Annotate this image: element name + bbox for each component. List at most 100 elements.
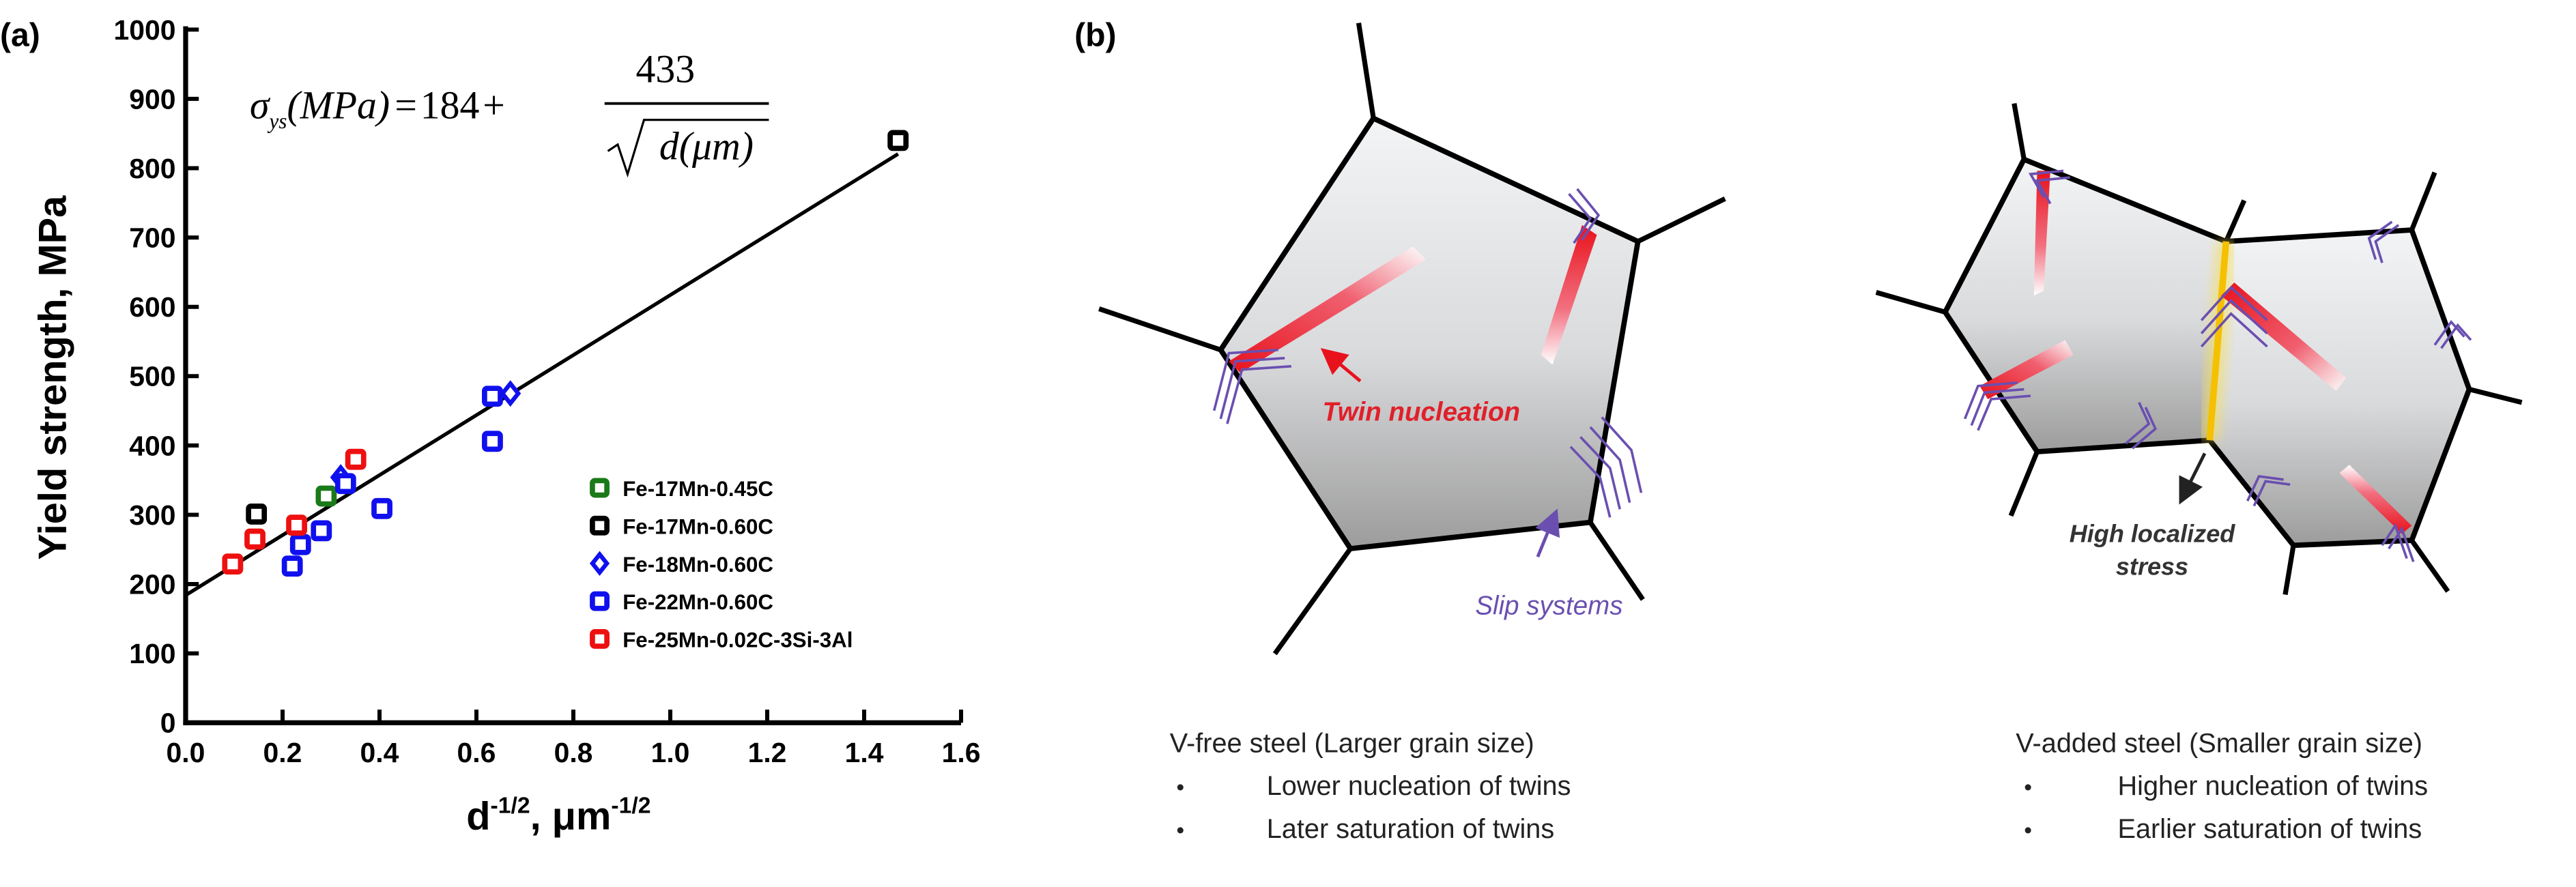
caption-left-bullet-2: Later saturation of twins — [1267, 814, 1554, 844]
bullet-dot: • — [2024, 774, 2032, 800]
slip-system — [2246, 475, 2291, 507]
x-tick-label: 0.8 — [554, 737, 593, 768]
slip-system — [2028, 169, 2070, 205]
twin-band — [1229, 246, 1427, 373]
twin-nucleation-arrow — [1320, 348, 1362, 383]
grain-boundary-ext — [2409, 171, 2437, 231]
twin-band — [1541, 224, 1597, 365]
eq-denominator: d(μm) — [659, 126, 754, 169]
chart-legend: Fe-17Mn-0.45C Fe-17Mn-0.60C Fe-18Mn-0.60C F… — [589, 477, 853, 652]
data-point — [500, 380, 521, 407]
y-tick-label: 900 — [129, 83, 175, 115]
eq-constant: 184 — [420, 84, 480, 127]
data-point — [482, 386, 503, 407]
grain-boundary-ext — [1588, 521, 1645, 601]
eq-sigma: σ — [250, 84, 271, 127]
twin-band — [2221, 282, 2347, 391]
legend-label: Fe-25Mn-0.02C-3Si-3Al — [622, 628, 853, 652]
chart-axes — [183, 26, 964, 725]
legend-label: Fe-17Mn-0.60C — [622, 514, 773, 538]
y-tick-label: 600 — [129, 291, 175, 323]
data-points — [222, 130, 909, 577]
grain-boundary-ext — [2409, 538, 2450, 593]
data-point — [246, 504, 268, 525]
data-point — [315, 485, 337, 507]
y-tick-label: 100 — [129, 638, 175, 669]
data-point — [482, 431, 503, 452]
grain-small-pair: High localized stress — [1875, 103, 2523, 596]
caption-left: V-free steel (Larger grain size) • Lower… — [1170, 729, 1571, 844]
y-tick-label: 1000 — [114, 14, 176, 46]
grain-boundary-ext — [2468, 387, 2523, 405]
grain-boundary-ext — [1637, 197, 1726, 244]
stress-label-line2: stress — [2116, 553, 2188, 581]
slip-system — [1963, 381, 2031, 431]
grain-large: Twin nucleation Slip systems — [1098, 23, 1726, 656]
grain-boundary-ext — [1098, 306, 1222, 353]
panel-b-label: (b) — [1074, 16, 1116, 53]
x-tick-label: 0.0 — [167, 737, 205, 768]
eq-plus: + — [483, 84, 505, 127]
y-tick-label: 700 — [129, 222, 175, 254]
bullet-dot: • — [1176, 817, 1184, 843]
data-point — [345, 448, 367, 470]
y-tick-label: 500 — [129, 361, 175, 392]
x-tick-label: 1.6 — [942, 737, 981, 768]
panel-a: (a) Yield strength, MPa d-1/2, μm-1/2 01… — [0, 14, 980, 839]
caption-right-bullet-1: Higher nucleation of twins — [2117, 771, 2428, 801]
grain-boundary-ext — [1356, 23, 1376, 119]
eq-sqrt-sign — [607, 119, 769, 178]
grain-boundary-ext — [1875, 290, 1946, 315]
x-axis-title-d: d — [466, 795, 490, 839]
y-tick-label: 300 — [129, 499, 175, 531]
grain-boundary-ext — [2224, 199, 2247, 243]
twin-band — [2033, 171, 2050, 296]
slip-system — [2367, 220, 2400, 263]
bullet-dot: • — [1176, 774, 1184, 800]
grain-boundary-ext — [2282, 544, 2296, 596]
x-tick-labels: 0.0 0.2 0.4 0.6 0.8 1.0 1.2 1.4 1.6 — [167, 737, 981, 768]
x-tick-label: 0.4 — [360, 737, 399, 768]
stress-boundary — [2206, 241, 2230, 441]
slip-system — [1212, 348, 1291, 424]
x-tick-label: 1.4 — [845, 737, 884, 768]
x-tick-label: 0.6 — [457, 737, 496, 768]
y-tick-label: 800 — [129, 153, 175, 184]
legend-label: Fe-17Mn-0.45C — [622, 477, 773, 501]
panel-a-label: (a) — [0, 16, 40, 53]
x-tick-label: 1.0 — [651, 737, 690, 768]
legend-marker — [589, 551, 610, 576]
x-tick-label: 1.2 — [748, 737, 787, 768]
fit-equation: σys(MPa)=184+ 433 d(μm) — [250, 48, 769, 178]
x-axis-title-unit-sup: -1/2 — [611, 793, 650, 819]
y-tick-label: 200 — [129, 569, 175, 600]
data-point — [289, 534, 311, 555]
slip-system — [2433, 319, 2472, 349]
grain-boundary-ext — [2008, 450, 2040, 517]
caption-right-title: V-added steel (Smaller grain size) — [2016, 729, 2422, 759]
slip-systems-arrow — [1535, 508, 1560, 558]
twin-nucleation-label: Twin nucleation — [1323, 397, 1520, 426]
legend-label: Fe-22Mn-0.60C — [622, 590, 773, 614]
stress-label-line1: High localized — [2070, 519, 2236, 547]
stress-arrow — [2179, 452, 2207, 505]
data-point — [334, 473, 356, 495]
x-tick-label: 0.2 — [263, 737, 302, 768]
legend-marker — [590, 515, 610, 536]
slip-systems-label: Slip systems — [1475, 591, 1622, 620]
legend-marker — [590, 478, 610, 498]
caption-left-bullet-1: Lower nucleation of twins — [1267, 771, 1571, 801]
data-point — [887, 130, 909, 151]
panel-b: (b) Twin nucleation — [1074, 16, 2523, 844]
slip-system — [1568, 188, 1601, 244]
y-tick-label: 0 — [160, 708, 176, 739]
data-point — [371, 497, 392, 519]
data-point — [311, 520, 332, 542]
legend-label: Fe-18Mn-0.60C — [622, 553, 773, 577]
x-axis-title-unit: , μm — [530, 795, 612, 839]
legend-marker — [590, 591, 610, 611]
eq-numerator: 433 — [635, 48, 695, 91]
caption-right: V-added steel (Smaller grain size) • Hig… — [2016, 729, 2428, 844]
